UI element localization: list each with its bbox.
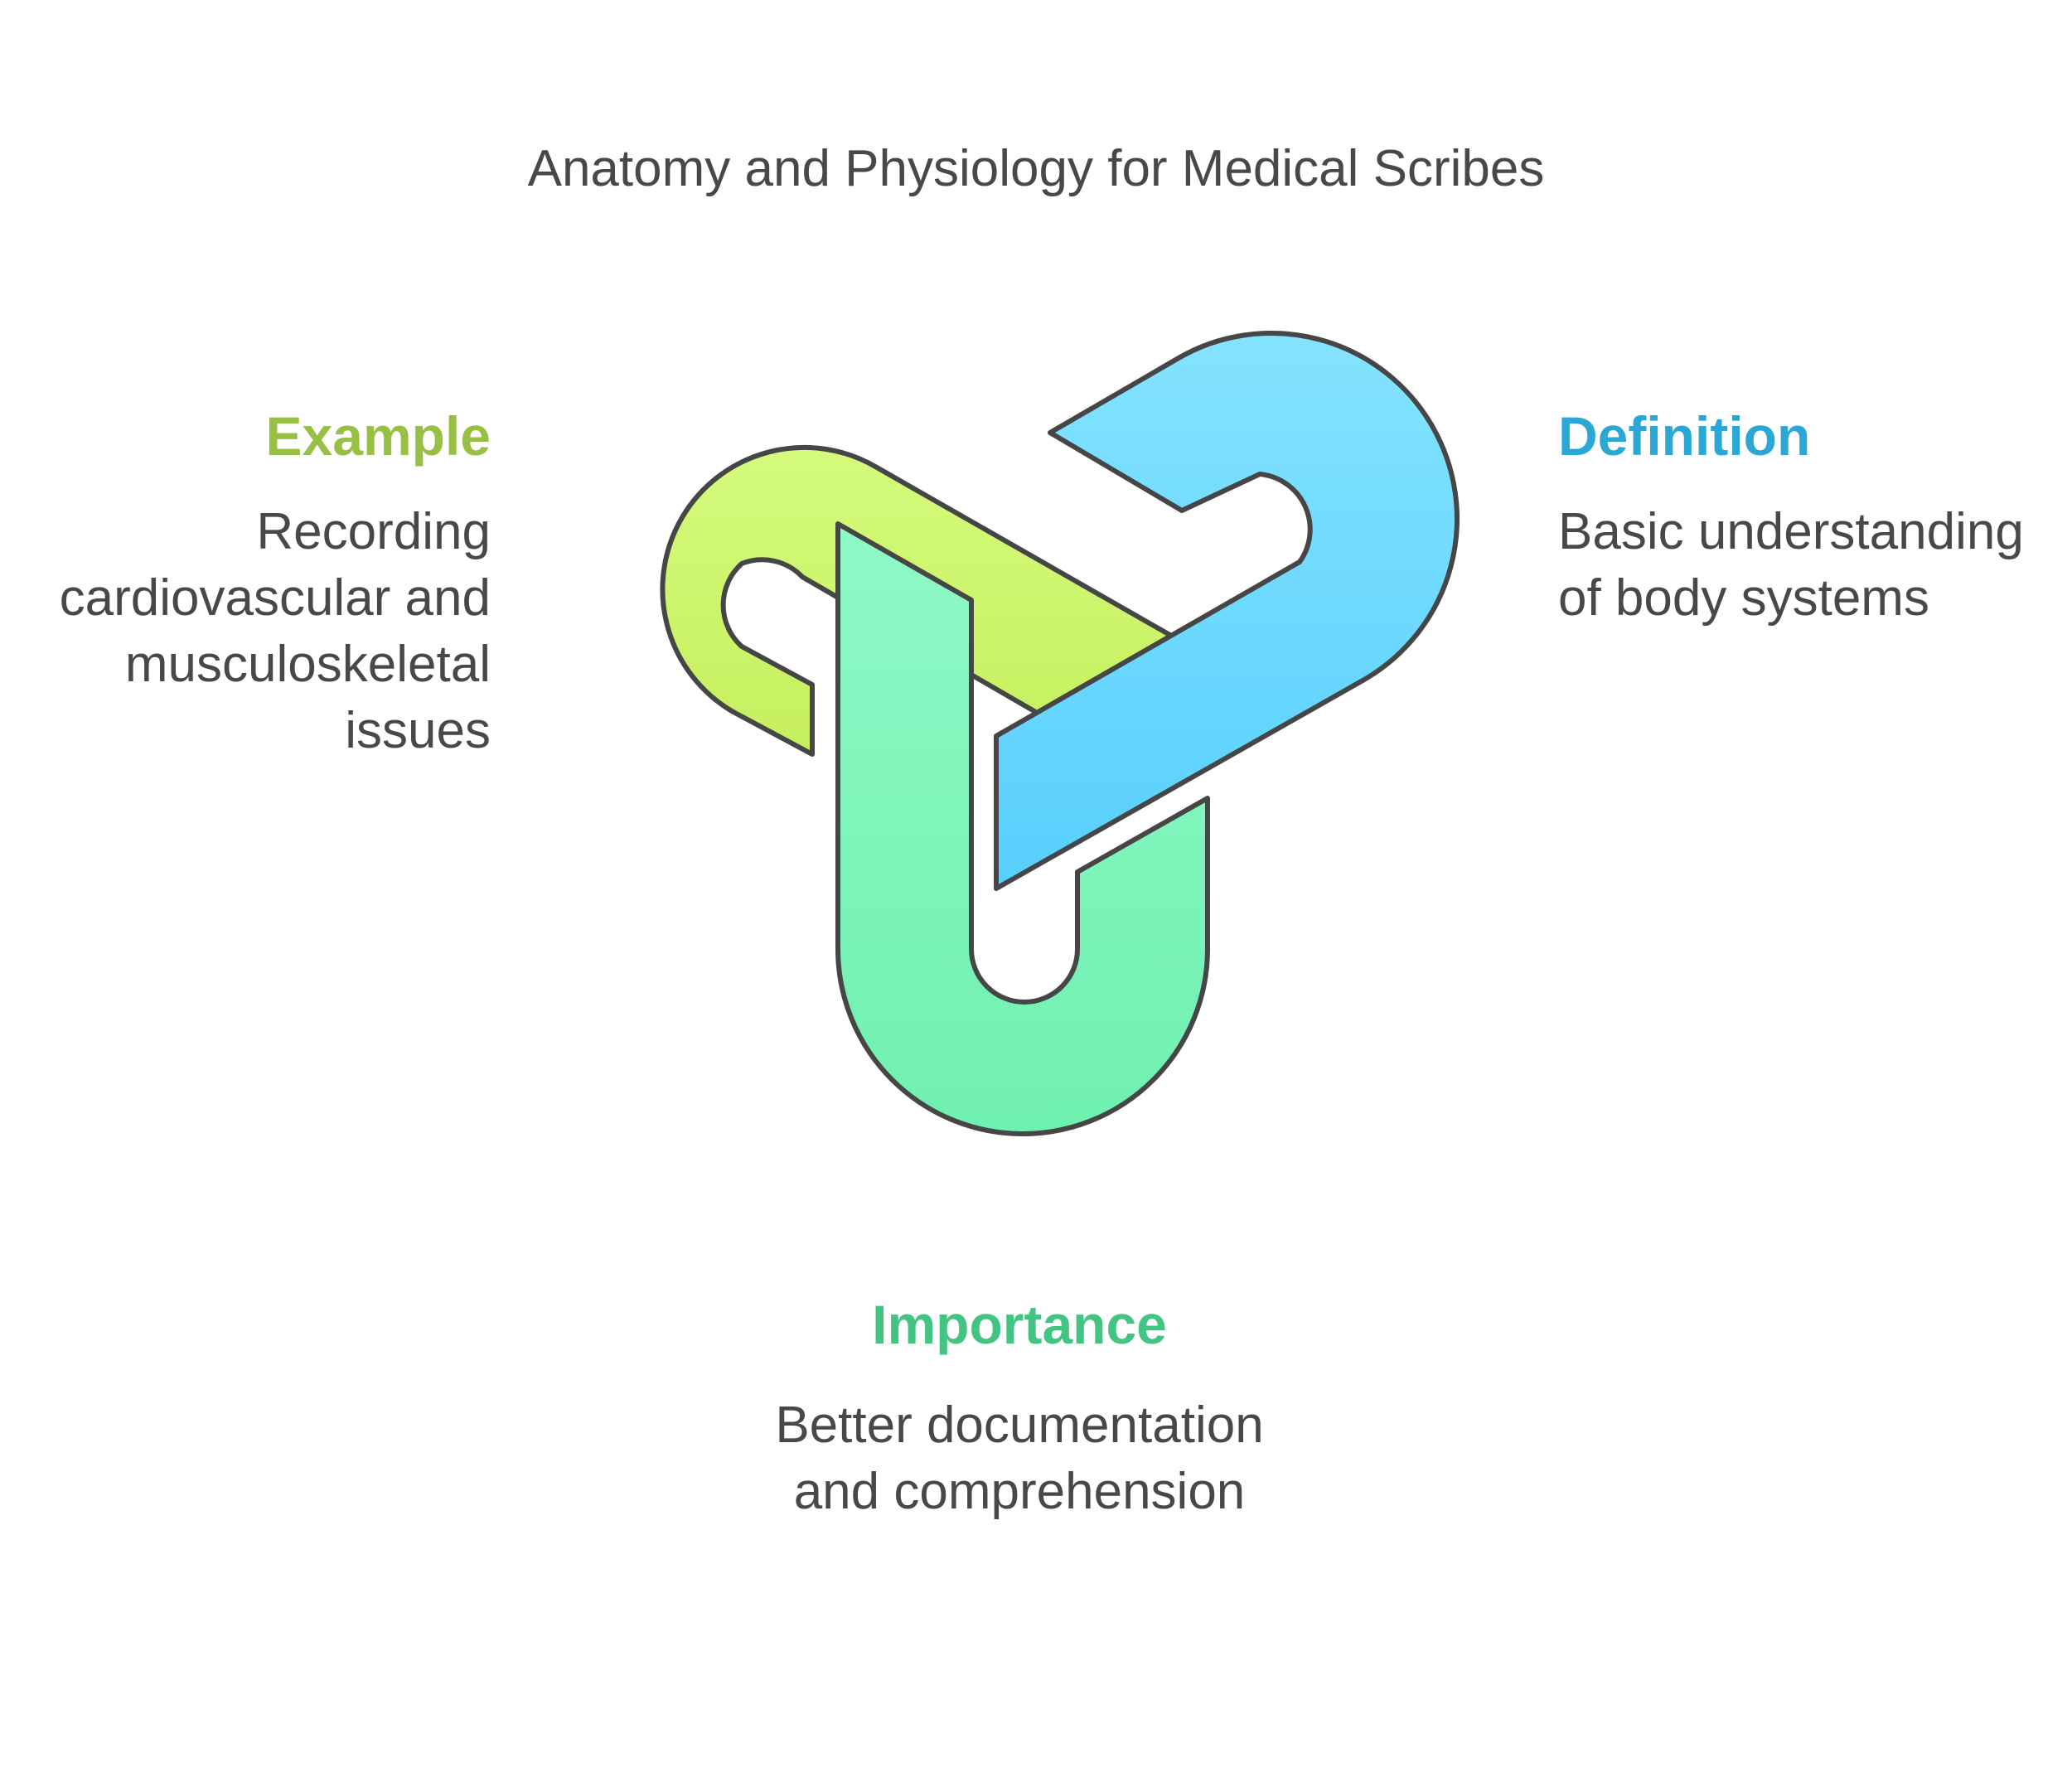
importance-label: Importance [872, 1294, 1167, 1355]
importance-loop-shape [835, 521, 1210, 1136]
definition-description: Basic understanding of body systems [1558, 503, 2024, 627]
definition-label: Definition [1558, 405, 1811, 467]
importance-description: Better documentation and comprehension [775, 1397, 1264, 1520]
definition-loop-shape [994, 331, 1460, 891]
example-description: Recording cardiovascular and musculoskel… [59, 503, 491, 759]
example-label: Example [265, 405, 491, 467]
diagram-title: Anatomy and Physiology for Medical Scrib… [527, 140, 1545, 197]
